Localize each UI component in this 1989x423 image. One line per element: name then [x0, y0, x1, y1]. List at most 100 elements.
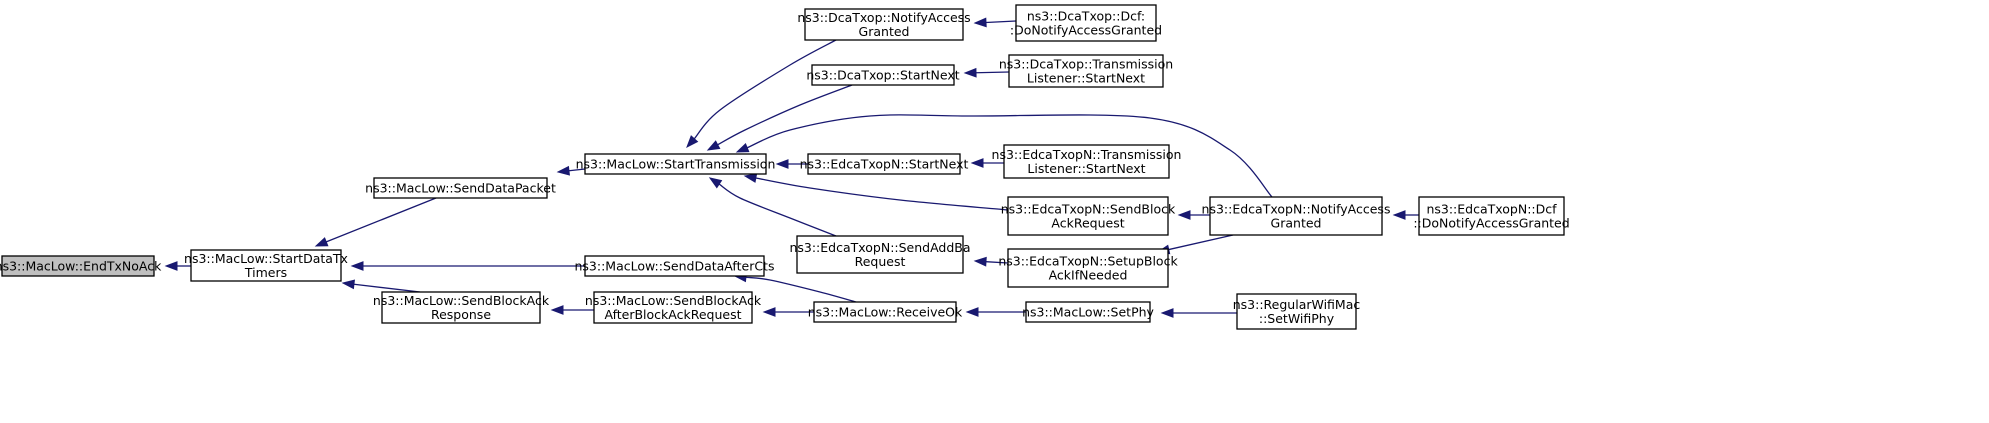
node-edca-start-next[interactable]: ns3::EdcaTxopN::StartNext: [800, 153, 969, 175]
node-label: ns3::MacLow::SetPhy: [1022, 305, 1154, 320]
node-label: AckRequest: [1051, 216, 1124, 231]
node-box: [1003, 144, 1170, 179]
node-label: ns3::MacLow::SendDataAfterCts: [575, 259, 775, 274]
node-box: [373, 177, 548, 199]
arrowhead-icon: [735, 143, 750, 153]
arrowhead-icon: [973, 17, 987, 28]
node-label: ns3::DcaTxop::StartNext: [806, 68, 959, 83]
edge-line: [755, 177, 1009, 211]
edge-line: [985, 20, 1017, 24]
node-set-phy[interactable]: ns3::MacLow::SetPhy: [1022, 301, 1155, 323]
node-label: ::DoNotifyAccessGranted: [1413, 216, 1569, 231]
arrowhead-icon: [556, 165, 570, 176]
node-label: ns3::EdcaTxopN::StartNext: [800, 157, 969, 172]
node-box: [584, 255, 765, 277]
arrowhead-icon: [965, 307, 979, 317]
node-box: [1007, 248, 1169, 288]
node-dca-start-next[interactable]: ns3::DcaTxop::StartNext: [806, 64, 960, 86]
edge-send-data-packet-to-start-data-tx-timers: [314, 197, 437, 247]
node-dca-notify-access-granted[interactable]: ns3::DcaTxop::NotifyAccessGranted: [797, 8, 971, 41]
arrowhead-icon: [963, 67, 977, 78]
node-receive-ok[interactable]: ns3::MacLow::ReceiveOk: [808, 301, 963, 323]
node-start-transmission[interactable]: ns3::MacLow::StartTransmission: [576, 153, 776, 175]
node-edca-notify-access-granted[interactable]: ns3::EdcaTxopN::NotifyAccessGranted: [1202, 196, 1391, 236]
node-label: AckIfNeeded: [1049, 268, 1128, 283]
node-box: [1025, 301, 1151, 323]
arrowhead-icon: [314, 237, 329, 247]
node-label: ::SetWifiPhy: [1259, 311, 1335, 326]
edge-edca-notify-access-granted-to-start-transmission: [735, 114, 1273, 198]
arrowhead-icon: [775, 159, 789, 169]
node-label: ns3::DcaTxop::NotifyAccess: [797, 10, 970, 25]
edge-line: [568, 168, 586, 172]
arrowhead-icon: [1392, 210, 1406, 220]
edge-edca-send-block-ack-request-to-start-transmission: [743, 173, 1009, 211]
arrowhead-icon: [762, 307, 776, 317]
edge-set-wifi-phy-to-set-phy: [1160, 308, 1237, 318]
node-label: ns3::EdcaTxopN::Dcf: [1426, 202, 1557, 217]
node-edca-tlstart-next[interactable]: ns3::EdcaTxopN::TransmissionListener::St…: [992, 144, 1182, 179]
edge-line: [1168, 234, 1234, 251]
edge-dca-dcf-do-notify-to-dca-notify-access-granted: [973, 17, 1017, 28]
node-edca-dcf-do-notify[interactable]: ns3::EdcaTxopN::Dcf::DoNotifyAccessGrant…: [1413, 196, 1570, 236]
node-label: Granted: [859, 24, 910, 39]
node-label: Granted: [1271, 216, 1322, 231]
node-label: :DoNotifyAccessGranted: [1010, 23, 1162, 38]
edge-edca-dcf-do-notify-to-edca-notify-access-granted: [1392, 210, 1419, 220]
node-label: Timers: [244, 265, 287, 280]
arrowhead-icon: [341, 279, 355, 290]
arrowhead-icon: [1160, 308, 1174, 318]
node-send-block-ack-after-bar[interactable]: ns3::MacLow::SendBlockAckAfterBlockAckRe…: [585, 291, 762, 324]
edge-line: [746, 114, 1273, 198]
node-label: ns3::DcaTxop::Dcf:: [1027, 9, 1145, 24]
arrowhead-icon: [708, 177, 723, 189]
edge-dca-tlstart-next-to-dca-start-next: [963, 67, 1010, 78]
node-label: ns3::MacLow::SendDataPacket: [365, 181, 556, 196]
node-send-data-packet[interactable]: ns3::MacLow::SendDataPacket: [365, 177, 556, 199]
arrowhead-icon: [164, 261, 178, 271]
node-label: AfterBlockAckRequest: [604, 307, 741, 322]
node-box: [1236, 293, 1357, 330]
edge-line: [975, 71, 1010, 74]
node-box: [190, 249, 342, 282]
edge-edca-send-add-ba-request-to-start-transmission: [708, 177, 837, 237]
node-send-data-after-cts[interactable]: ns3::MacLow::SendDataAfterCts: [575, 255, 775, 277]
node-label: ns3::EdcaTxopN::SendBlock: [1001, 202, 1176, 217]
nodes-layer: ns3::MacLow::EndTxNoAck ns3::MacLow::Star…: [0, 4, 1570, 330]
edge-send-block-ack-response-to-start-data-tx-timers: [341, 279, 421, 293]
edge-dca-notify-access-granted-to-start-transmission: [686, 39, 837, 149]
edge-edca-notify-access-granted-to-edca-send-block-ack-request: [1177, 210, 1210, 220]
arrowhead-icon: [970, 158, 984, 168]
edge-start-data-tx-timers-to-end-tx-no-ack: [164, 261, 191, 271]
node-label: ns3::MacLow::EndTxNoAck: [0, 259, 162, 274]
edge-send-block-ack-after-bar-to-send-block-ack-response: [550, 305, 594, 315]
node-label: ns3::MacLow::SendBlockAck: [373, 293, 550, 308]
node-label: Listener::StartNext: [1027, 71, 1145, 86]
node-label: Request: [855, 254, 906, 269]
node-dca-tlstart-next[interactable]: ns3::DcaTxop::TransmissionListener::Star…: [999, 54, 1173, 88]
node-dca-dcf-do-notify[interactable]: ns3::DcaTxop::Dcf::DoNotifyAccessGranted: [1010, 4, 1162, 42]
edge-line: [718, 183, 837, 237]
node-box: [1209, 196, 1383, 236]
arrowhead-icon: [1177, 210, 1191, 220]
edge-line: [717, 84, 853, 146]
node-label: ns3::EdcaTxopN::NotifyAccess: [1202, 202, 1391, 217]
node-box: [381, 291, 541, 324]
node-label: ns3::DcaTxop::Transmission: [999, 57, 1173, 72]
node-label: Response: [431, 307, 491, 322]
node-box: [813, 301, 957, 323]
arrowhead-icon: [550, 305, 564, 315]
edge-line: [693, 39, 837, 140]
node-box: [1015, 4, 1157, 42]
node-set-wifi-phy[interactable]: ns3::RegularWifiMac::SetWifiPhy: [1233, 293, 1361, 330]
node-box: [796, 235, 964, 274]
node-label: Listener::StartNext: [1027, 161, 1145, 176]
edge-start-transmission-to-send-data-packet: [556, 165, 586, 176]
edge-line: [325, 197, 437, 243]
